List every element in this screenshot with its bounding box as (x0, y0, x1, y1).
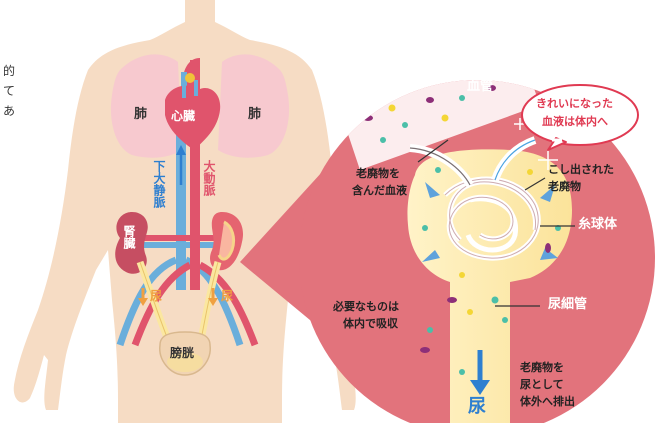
side-fragment-3: あ (3, 102, 15, 119)
lung-left-label: 肺 (134, 108, 147, 121)
glomerulus-label: 糸球体 (578, 218, 617, 231)
excrete-label-1: 老廃物を (520, 362, 564, 373)
kidney-label: 腎臓 (123, 225, 135, 249)
aorta-label: 大動脈 (203, 160, 215, 196)
reabsorb-label-1: 必要なものは (333, 301, 399, 312)
clean-blood-label-2: 血液は体内へ (542, 116, 608, 127)
filtered-waste-label-1: こし出された (548, 164, 614, 175)
side-fragment-1: 的 (3, 62, 15, 79)
heart-label: 心臓 (171, 110, 195, 122)
bladder-label: 膀胱 (170, 347, 194, 359)
vena-cava-label: 下大静脈 (153, 160, 165, 208)
waste-blood-label-1: 老廃物を (356, 168, 400, 179)
urine-left-label: 尿 (150, 290, 162, 302)
side-fragment-2: て (3, 82, 15, 99)
reabsorb-label-2: 体内で吸収 (343, 318, 398, 329)
clean-blood-label-1: きれいになった (536, 98, 613, 109)
lung-right-label: 肺 (248, 108, 261, 121)
urine-output-label: 尿 (468, 398, 486, 416)
excrete-label-3: 体外へ排出 (520, 396, 575, 407)
blood-vessel-label: 血管 (467, 80, 493, 93)
waste-blood-label-2: 含んだ血液 (352, 185, 407, 196)
excrete-label-2: 尿として (520, 379, 564, 390)
tubule-label: 尿細管 (548, 298, 587, 311)
filtered-waste-label-2: 老廃物 (548, 181, 581, 192)
urine-right-label: 尿 (221, 290, 233, 302)
